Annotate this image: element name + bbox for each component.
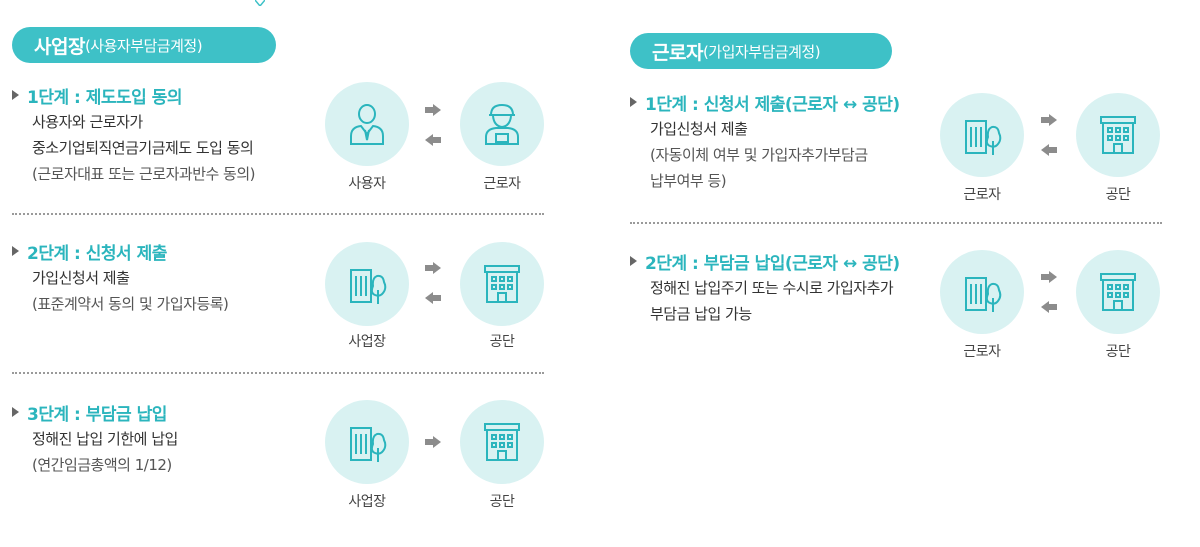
building-tree-icon	[350, 427, 387, 462]
office-building-icon	[1100, 116, 1136, 154]
right-step-2: 2단계 : 부담금 납입(근로자 ↔ 공단) 정해진 납입주기 또는 수시로 가…	[630, 250, 900, 327]
step-divider	[12, 372, 544, 374]
node-label-to: 공단	[489, 494, 515, 510]
worker-person-circle	[460, 82, 544, 166]
node-label-to: 공단	[1105, 344, 1131, 360]
office-building-icon	[1100, 273, 1136, 311]
arrow-right-icon	[1041, 114, 1057, 126]
agency-circle	[1076, 250, 1160, 334]
step-description: 가입신청서 제출	[650, 120, 748, 138]
right-header-sub: (가입자부담금계정)	[702, 42, 821, 61]
arrow-left-icon	[425, 292, 441, 304]
arrow-right-icon	[425, 436, 441, 448]
worker-helmet-icon	[485, 103, 519, 145]
employer-icon	[350, 104, 384, 145]
step-description: 정해진 납입 기한에 납입	[32, 430, 178, 448]
node-label-from: 사업장	[348, 494, 386, 510]
arrow-left-icon	[1041, 301, 1057, 313]
step-description: 정해진 납입주기 또는 수시로 가입자추가	[650, 279, 894, 297]
step-title-text: 1단계 : 제도도입 동의	[27, 87, 183, 108]
step-title: 1단계 : 신청서 제출(근로자 ↔ 공단)	[630, 91, 900, 115]
arrow-left-icon	[425, 134, 441, 146]
step-description: 중소기업퇴직연금기금제도 도입 동의	[32, 139, 254, 157]
step-title: 3단계 : 부담금 납입	[12, 401, 178, 425]
arrow-right-icon	[425, 104, 441, 116]
bullet-triangle-icon	[630, 97, 637, 107]
arrow-left-icon	[1041, 144, 1057, 156]
step-title: 2단계 : 신청서 제출	[12, 240, 228, 264]
node-label-from: 근로자	[963, 187, 1001, 203]
building-tree-icon	[965, 277, 1002, 312]
agency-circle	[1076, 93, 1160, 177]
workplace-circle	[325, 400, 409, 484]
bullet-triangle-icon	[12, 90, 19, 100]
step-note: (근로자대표 또는 근로자과반수 동의)	[32, 165, 256, 183]
left-header-sub: (사용자부담금계정)	[84, 36, 203, 55]
bullet-triangle-icon	[630, 256, 637, 266]
step-note: (표준계약서 동의 및 가입자등록)	[32, 295, 229, 313]
left-step-2: 2단계 : 신청서 제출 가입신청서 제출 (표준계약서 동의 및 가입자등록)	[12, 240, 229, 317]
right-header-main: 근로자	[652, 41, 703, 64]
right-step-1: 1단계 : 신청서 제출(근로자 ↔ 공단) 가입신청서 제출 (자동이체 여부…	[630, 91, 900, 194]
arrow-right-icon	[425, 262, 441, 274]
arrow-right-icon	[1041, 271, 1057, 283]
agency-circle	[460, 242, 544, 326]
worker-circle	[940, 250, 1024, 334]
left-step-3: 3단계 : 부담금 납입 정해진 납입 기한에 납입 (연간임금총액의 1/12…	[12, 401, 178, 478]
building-tree-icon	[965, 120, 1002, 155]
step-note: (자동이체 여부 및 가입자추가부담금	[650, 146, 868, 164]
step-description: 가입신청서 제출	[32, 269, 130, 287]
bullet-triangle-icon	[12, 407, 19, 417]
step-description: 부담금 납입 가능	[650, 305, 752, 323]
step-divider	[12, 213, 544, 215]
step-title-text: 3단계 : 부담금 납입	[27, 404, 167, 425]
node-label-from: 근로자	[963, 344, 1001, 360]
workplace-circle	[325, 242, 409, 326]
employer-person-circle	[325, 82, 409, 166]
step-note: 납부여부 등)	[650, 172, 727, 190]
step-note: (연간임금총액의 1/12)	[32, 456, 172, 474]
step-title-text: 2단계 : 신청서 제출	[27, 243, 167, 264]
left-header-main: 사업장	[34, 35, 85, 58]
step-description: 사용자와 근로자가	[32, 113, 143, 131]
worker-circle	[940, 93, 1024, 177]
step-title: 2단계 : 부담금 납입(근로자 ↔ 공단)	[630, 250, 900, 274]
node-label-to: 근로자	[483, 176, 521, 192]
node-label-from: 사용자	[348, 176, 386, 192]
top-connector-mark	[255, 0, 265, 6]
building-tree-icon	[350, 269, 387, 304]
left-step-1: 1단계 : 제도도입 동의 사용자와 근로자가 중소기업퇴직연금기금제도 도입 …	[12, 84, 256, 187]
left-section-header: 사업장(사용자부담금계정)	[12, 27, 276, 63]
office-building-icon	[484, 423, 520, 461]
right-section-header: 근로자(가입자부담금계정)	[630, 33, 892, 69]
step-divider	[630, 222, 1162, 224]
step-title-text: 1단계 : 신청서 제출(근로자 ↔ 공단)	[645, 94, 900, 115]
node-label-to: 공단	[1105, 187, 1131, 203]
office-building-icon	[484, 265, 520, 303]
node-label-to: 공단	[489, 334, 515, 350]
step-title-text: 2단계 : 부담금 납입(근로자 ↔ 공단)	[645, 253, 900, 274]
bullet-triangle-icon	[12, 246, 19, 256]
node-label-from: 사업장	[348, 334, 386, 350]
agency-circle	[460, 400, 544, 484]
step-title: 1단계 : 제도도입 동의	[12, 84, 255, 108]
